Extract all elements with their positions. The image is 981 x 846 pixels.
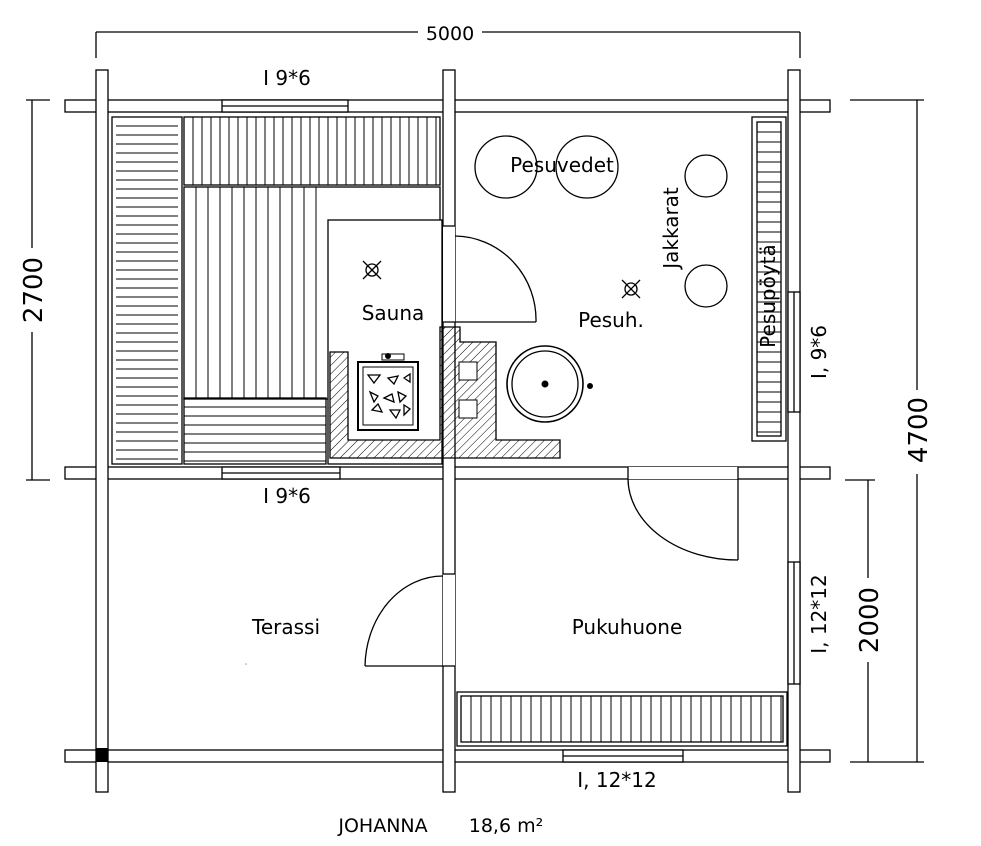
stove-base bbox=[329, 326, 561, 459]
window-label-dressing-bottom: I, 12*12 bbox=[577, 768, 657, 792]
sauna-depth-dimension-label: 2700 bbox=[19, 257, 49, 323]
window-label-dressing-right: I, 12*12 bbox=[807, 574, 831, 654]
total-depth-dimension-label: 4700 bbox=[904, 397, 934, 463]
dressing-bench bbox=[456, 691, 788, 747]
sauna-light-icon bbox=[362, 260, 382, 280]
room-label-dressing: Pukuhuone bbox=[572, 615, 683, 639]
width-dimension-label: 5000 bbox=[426, 23, 474, 45]
doors bbox=[364, 225, 739, 667]
windows bbox=[221, 99, 801, 763]
stool-icon bbox=[684, 154, 728, 198]
window-label-sauna-bottom: I 9*6 bbox=[263, 484, 311, 508]
stool-icon-2 bbox=[684, 264, 728, 308]
corner-post bbox=[96, 748, 108, 762]
sauna-stove-icon bbox=[357, 353, 419, 431]
room-label-terrace: Terassi bbox=[251, 615, 320, 639]
plan-area: 18,6 m² bbox=[469, 815, 543, 837]
wash-water-tub-icon bbox=[474, 135, 538, 199]
fixture-label-stools: Jakkarat bbox=[659, 187, 683, 271]
window-label-wash-right: I, 9*6 bbox=[807, 325, 831, 379]
dressing-depth-dimension-label: 2000 bbox=[855, 587, 885, 653]
plan-title: JOHANNA bbox=[337, 815, 427, 837]
wash-table bbox=[751, 116, 787, 442]
washroom-light-icon bbox=[621, 279, 641, 299]
water-heater-icon bbox=[506, 345, 593, 423]
window-label-sauna-top: I 9*6 bbox=[263, 66, 311, 90]
fixture-label-wash-table: Pesupöytä bbox=[756, 244, 780, 348]
fixture-label-wash-water: Pesuvedet bbox=[510, 153, 614, 177]
room-label-washroom: Pesuh. bbox=[578, 308, 644, 332]
wash-water-tub-icon-2 bbox=[555, 135, 619, 199]
room-label-sauna: Sauna bbox=[362, 301, 425, 325]
